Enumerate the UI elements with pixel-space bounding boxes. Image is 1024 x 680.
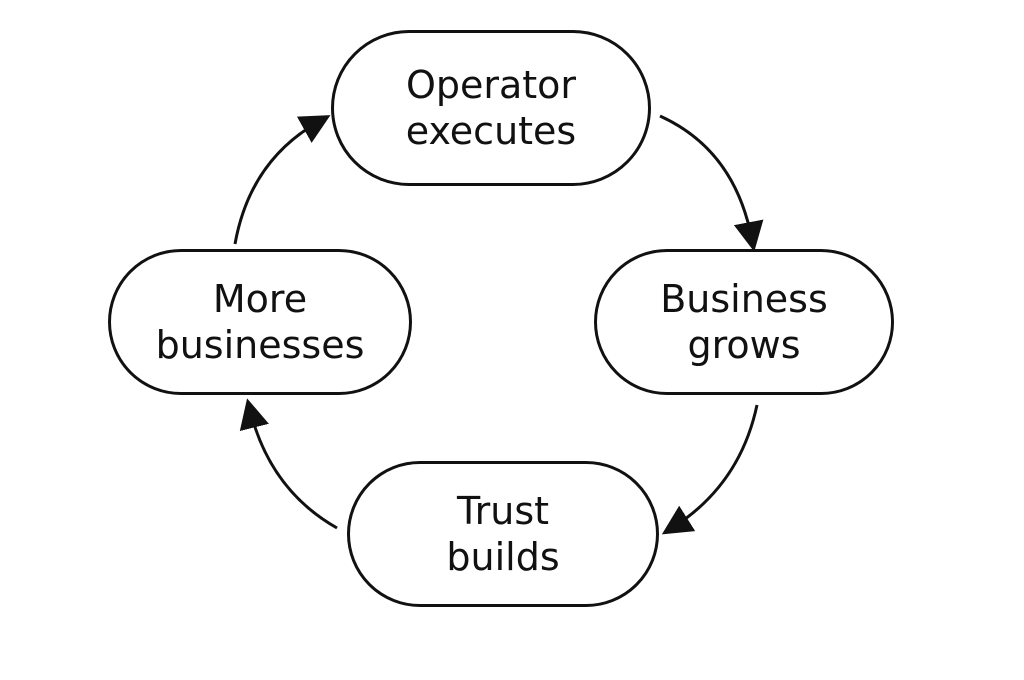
node-label-line: Business bbox=[660, 277, 828, 321]
node-business-grows: Business grows bbox=[594, 249, 894, 395]
arrow-business-to-trust bbox=[661, 404, 759, 535]
node-label-line: builds bbox=[446, 535, 560, 579]
node-label-line: More bbox=[212, 277, 308, 321]
node-label-line: grows bbox=[687, 323, 801, 367]
node-label-line: Operator bbox=[405, 63, 577, 107]
node-trust-builds: Trust builds bbox=[347, 461, 659, 607]
arrow-operator-to-business bbox=[659, 114, 764, 252]
node-label-line: Trust bbox=[456, 489, 550, 533]
node-label-line: executes bbox=[405, 109, 577, 153]
arrow-trust-to-more bbox=[239, 398, 338, 530]
arrow-more-to-operator bbox=[233, 115, 331, 245]
node-label-line: businesses bbox=[155, 323, 365, 367]
node-operator-executes: Operator executes bbox=[331, 30, 651, 186]
node-more-businesses: More businesses bbox=[108, 249, 412, 395]
